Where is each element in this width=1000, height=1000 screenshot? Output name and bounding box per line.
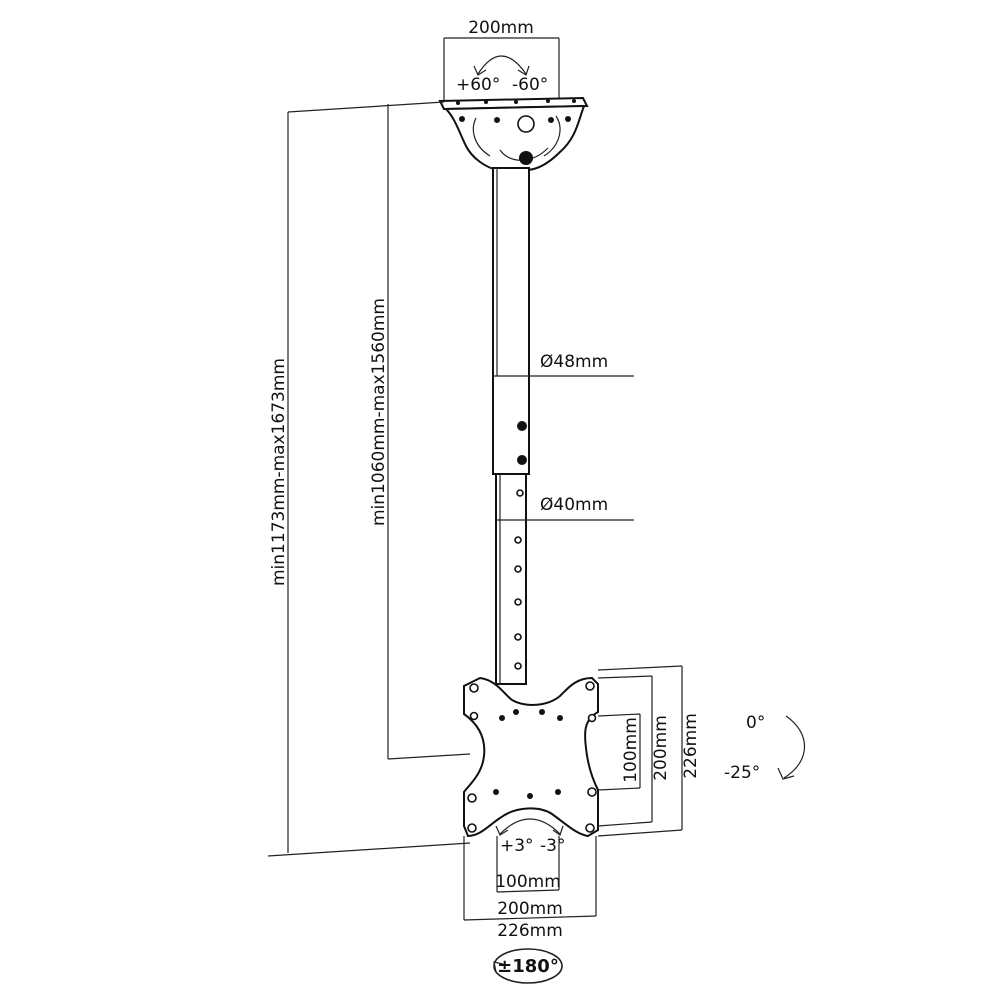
top-tilt-arrow: +60° -60° [456, 55, 548, 95]
swivel-plus-label: +3° [500, 836, 534, 856]
plate-v-200-label: 200mm [651, 715, 671, 781]
plate-vertical-dimensions: 100mm 200mm 226mm [597, 665, 701, 837]
top-width-label: 200mm [468, 18, 534, 38]
bracket-center-hole [517, 115, 535, 133]
top-tilt-minus-label: -60° [512, 75, 548, 95]
inner-tube [495, 473, 527, 685]
outer-diameter-dimension: Ø48mm [529, 352, 634, 377]
pole-height-dimension: min1060mm-max1560mm [369, 104, 471, 760]
tube-lock-screw [517, 455, 527, 465]
outer-diameter-label: Ø48mm [540, 352, 608, 372]
plate-v-100-label: 100mm [621, 717, 641, 783]
outer-tube [492, 167, 530, 475]
inner-diameter-dimension: Ø40mm [526, 495, 634, 521]
inner-diameter-label: Ø40mm [540, 495, 608, 515]
plate-v-226-label: 226mm [681, 713, 701, 779]
rotation-badge: ±180° [493, 948, 563, 984]
tube-lock-screw [517, 421, 527, 431]
tilt-minus-label: -25° [724, 763, 760, 783]
swivel-minus-label: -3° [540, 836, 565, 856]
plate-h-200-label: 200mm [497, 899, 563, 919]
tilt-indicator: 0° -25° [724, 713, 806, 783]
top-width-dimension: 200mm [443, 18, 560, 100]
ceiling-bracket [438, 96, 589, 171]
bracket-knob [519, 151, 533, 165]
swivel-indicator: +3° -3° [495, 818, 565, 856]
plate-h-226-label: 226mm [497, 921, 563, 941]
vesa-plate [463, 676, 599, 838]
pole-height-label: min1060mm-max1560mm [369, 298, 389, 526]
tilt-zero-label: 0° [746, 713, 765, 733]
total-height-label: min1173mm-max1673mm [269, 358, 289, 586]
plate-horizontal-dimensions: 100mm 200mm 226mm [463, 836, 597, 941]
plate-h-100-label: 100mm [495, 872, 561, 892]
top-tilt-plus-label: +60° [456, 75, 500, 95]
total-height-dimension: min1173mm-max1673mm [267, 101, 471, 857]
rotation-label: ±180° [497, 956, 559, 977]
